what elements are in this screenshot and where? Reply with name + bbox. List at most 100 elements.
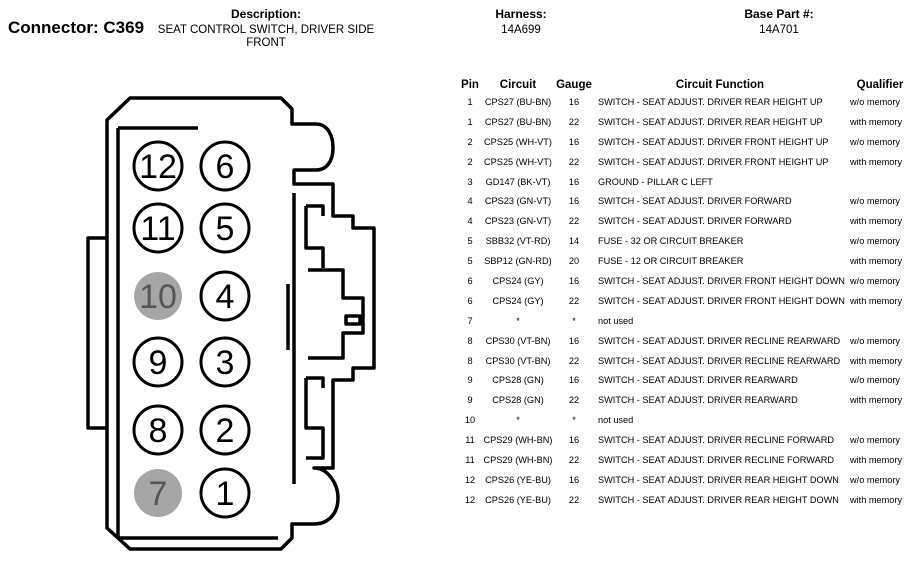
cell-pin: 4 <box>467 216 473 227</box>
cell-pin: 11 <box>465 435 475 446</box>
cell-qualifier: w/o memory <box>850 474 901 485</box>
pin-number-label: 10 <box>139 278 177 316</box>
pin-number-label: 1 <box>216 475 235 513</box>
cell-circuit: CPS30 (VT-BN) <box>485 335 551 346</box>
cell-qualifier: with memory <box>850 216 903 227</box>
table-row: 7**not used <box>458 311 910 331</box>
cell-circuit-function: FUSE - 12 OR CIRCUIT BREAKER <box>598 256 744 267</box>
cell-gauge: 14 <box>568 236 580 247</box>
cell-circuit: SBB32 (VT-RD) <box>485 236 551 247</box>
cell-qualifier: with memory <box>850 256 903 267</box>
pin-number-label: 2 <box>216 412 235 450</box>
cell-gauge: 16 <box>568 335 580 346</box>
table-row: 10**not used <box>458 410 910 430</box>
cell-circuit: CPS28 (GN) <box>492 395 544 406</box>
pin-number-label: 6 <box>216 148 235 186</box>
cell-pin: 5 <box>467 236 473 247</box>
col-header-qualifier: Qualifier <box>856 79 904 91</box>
pin-number-label: 12 <box>139 148 177 186</box>
col-header-gauge: Gauge <box>556 79 592 91</box>
cell-circuit: * <box>516 415 520 426</box>
cell-circuit-function: not used <box>598 315 634 326</box>
pinout-table: Pin Circuit Gauge Circuit Function Quali… <box>458 79 910 510</box>
cell-circuit: CPS25 (WH-VT) <box>484 136 552 147</box>
cell-pin: 8 <box>467 335 473 346</box>
cell-circuit: CPS30 (VT-BN) <box>485 355 551 366</box>
cell-circuit-function: SWITCH - SEAT ADJUST. DRIVER FRONT HEIGH… <box>598 156 829 167</box>
cell-pin: 10 <box>464 415 476 426</box>
pin-circle <box>199 202 251 254</box>
pin-circle <box>199 404 251 456</box>
cell-pin: 1 <box>467 116 473 127</box>
cell-pin: 2 <box>467 156 473 167</box>
cell-gauge: 22 <box>568 454 580 465</box>
cell-circuit-function: SWITCH - SEAT ADJUST. DRIVER REARWARD <box>598 375 798 386</box>
cell-circuit-function: GROUND - PILLAR C LEFT <box>598 176 713 187</box>
pin-4: 4 <box>199 270 251 322</box>
cell-circuit-function: SWITCH - SEAT ADJUST. DRIVER FORWARD <box>598 216 792 227</box>
pin-9: 9 <box>132 336 184 388</box>
pin-circle <box>199 467 251 519</box>
cell-pin: 8 <box>467 355 473 366</box>
cell-qualifier <box>846 172 910 192</box>
cell-circuit: CPS23 (GN-VT) <box>484 196 552 207</box>
pin-10: 10 <box>134 272 182 320</box>
cell-gauge: 22 <box>568 395 580 406</box>
pin-number-label: 4 <box>216 278 235 316</box>
pin-3: 3 <box>199 336 251 388</box>
pin-1: 1 <box>199 467 251 519</box>
harness-block: Harness: 14A699 <box>470 8 572 37</box>
col-header-pin: Pin <box>461 79 479 91</box>
cell-circuit: GD147 (BK-VT) <box>485 176 551 187</box>
cell-circuit: CPS29 (WH-BN) <box>483 454 553 465</box>
cell-gauge: 22 <box>568 156 580 167</box>
pin-11: 11 <box>132 202 184 254</box>
cell-qualifier: with memory <box>850 395 903 406</box>
cell-qualifier: w/o memory <box>850 196 901 207</box>
cell-gauge: 22 <box>568 355 580 366</box>
cell-gauge: * <box>572 315 576 326</box>
cell-qualifier: with memory <box>850 295 903 306</box>
cell-circuit-function: SWITCH - SEAT ADJUST. DRIVER REAR HEIGHT… <box>598 96 823 107</box>
cell-circuit-function: SWITCH - SEAT ADJUST. DRIVER RECLINE FOR… <box>598 435 835 446</box>
cell-circuit: CPS28 (GN) <box>492 375 544 386</box>
cell-circuit-function: SWITCH - SEAT ADJUST. DRIVER REARWARD <box>598 395 798 406</box>
cell-pin: 6 <box>467 295 473 306</box>
description-block: Description: SEAT CONTROL SWITCH, DRIVER… <box>150 8 382 50</box>
pin-circle <box>132 202 184 254</box>
pin-number-label: 5 <box>216 210 235 248</box>
table-header-row: Pin Circuit Gauge Circuit Function Quali… <box>458 79 910 92</box>
pin-circle <box>134 469 182 517</box>
cell-qualifier: w/o memory <box>850 96 901 107</box>
col-header-circuit-function: Circuit Function <box>675 79 765 91</box>
pin-number-label: 7 <box>149 475 168 513</box>
cell-pin: 1 <box>467 96 473 107</box>
cell-qualifier: with memory <box>850 156 903 167</box>
cell-qualifier <box>846 311 910 331</box>
cell-pin: 3 <box>467 176 473 187</box>
cell-circuit: SBP12 (GN-RD) <box>484 256 552 267</box>
cell-qualifier: w/o memory <box>850 435 901 446</box>
pin-number-label: 3 <box>216 344 235 382</box>
cell-pin: 12 <box>464 494 476 505</box>
cell-gauge: * <box>572 415 576 426</box>
cell-gauge: 22 <box>568 216 580 227</box>
cell-circuit: CPS25 (WH-VT) <box>484 156 552 167</box>
pin-number-label: 8 <box>149 412 168 450</box>
cell-gauge: 16 <box>568 375 580 386</box>
description-value: SEAT CONTROL SWITCH, DRIVER SIDE FRONT <box>157 24 375 49</box>
pin-7: 7 <box>134 469 182 517</box>
cell-circuit-function: SWITCH - SEAT ADJUST. DRIVER FORWARD <box>598 196 792 207</box>
pin-5: 5 <box>199 202 251 254</box>
cell-qualifier: w/o memory <box>850 375 901 386</box>
base-part-value: 14A701 <box>759 24 799 36</box>
